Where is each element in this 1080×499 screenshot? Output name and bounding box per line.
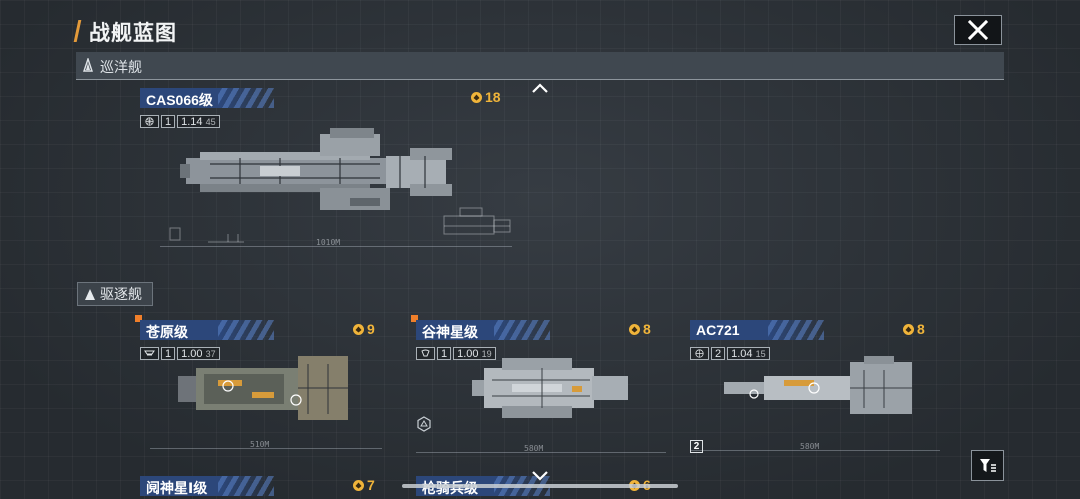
destroyer-ship-image xyxy=(724,356,912,414)
ship-length: 1010M xyxy=(316,238,341,247)
ship-name-bar xyxy=(140,476,274,496)
ship-class-icon xyxy=(85,289,95,300)
ship-name-bar xyxy=(140,88,274,108)
ship-name-bar xyxy=(416,320,550,340)
new-marker xyxy=(135,315,142,322)
ship-name: 谷神星级 xyxy=(422,324,478,340)
faction-icon xyxy=(140,347,159,360)
ship-name: AC721 xyxy=(696,322,740,338)
ship-card-destroyer[interactable]: AC721 8 2 1.04 15 580M 2 xyxy=(690,320,940,460)
ship-name: 苍原级 xyxy=(146,324,188,340)
ship-card-destroyer[interactable]: 苍原级 9 1 1.00 37 510M xyxy=(135,315,390,460)
ship-card-cruiser[interactable]: CAS066级 18 1 1.14 45 1010M xyxy=(140,88,520,260)
stat-value: 1.00 37 xyxy=(177,347,220,360)
section-header-cruiser[interactable]: 巡洋舰 xyxy=(76,52,1004,80)
ship-length: 510M xyxy=(250,440,270,449)
stat-count: 1 xyxy=(437,347,452,360)
ship-cost: 8 xyxy=(628,321,651,337)
section-label: 巡洋舰 xyxy=(100,59,142,75)
ship-stats: 2 1.04 15 xyxy=(690,346,772,361)
scroll-up-chevron-icon[interactable] xyxy=(530,82,550,94)
ship-cost: 9 xyxy=(352,321,375,337)
ship-name: 枪骑兵级 xyxy=(422,480,478,496)
scroll-down-chevron-icon[interactable] xyxy=(530,470,550,482)
resource-cost-icon xyxy=(903,323,914,335)
index-badge: 2 xyxy=(690,440,703,453)
stat-value: 1.14 45 xyxy=(177,115,220,128)
ship-stats: 1 1.00 37 xyxy=(140,346,222,361)
ship-name: CAS066级 xyxy=(146,92,213,108)
faction-icon xyxy=(416,347,435,360)
ship-cost: 7 xyxy=(352,477,375,493)
ship-name-bar xyxy=(140,320,274,340)
hexagon-icon xyxy=(417,416,431,432)
cruiser-ship-image xyxy=(180,128,452,210)
blueprint-detail-icon xyxy=(169,227,244,243)
destroyer-ship-image xyxy=(472,358,628,418)
ship-stats: 1 1.00 19 xyxy=(416,346,498,361)
grid-faction-icon xyxy=(690,347,709,360)
ship-cost: 8 xyxy=(902,321,925,337)
ship-name-bar xyxy=(690,320,824,340)
page-header: 战舰蓝图 xyxy=(73,14,1004,53)
stat-count: 1 xyxy=(161,115,176,128)
destroyer-ship-image xyxy=(178,356,348,420)
blueprint-sketch-icon xyxy=(443,207,511,235)
stat-value: 1.00 19 xyxy=(453,347,496,360)
section-label: 驱逐舰 xyxy=(100,286,142,302)
ship-cost: 18 xyxy=(470,89,501,105)
ship-class-icon xyxy=(83,58,93,72)
filter-icon xyxy=(979,458,996,472)
ship-card-destroyer[interactable]: 谷神星级 8 1 1.00 19 580M xyxy=(411,315,666,460)
close-button[interactable] xyxy=(954,15,1002,45)
resource-cost-icon xyxy=(629,323,640,335)
ship-length: 580M xyxy=(800,442,820,451)
filter-button[interactable] xyxy=(971,450,1004,481)
globe-icon xyxy=(140,115,159,128)
stat-count: 1 xyxy=(161,347,176,360)
page-title: 战舰蓝图 xyxy=(89,22,177,45)
ship-stats: 1 1.14 45 xyxy=(140,114,222,129)
resource-cost-icon xyxy=(353,323,364,335)
resource-cost-icon xyxy=(471,91,482,103)
ship-length: 580M xyxy=(524,444,544,453)
horizontal-scrollbar[interactable] xyxy=(402,484,678,488)
new-marker xyxy=(411,315,418,322)
stat-count: 2 xyxy=(711,347,726,360)
resource-cost-icon xyxy=(353,479,364,491)
close-icon xyxy=(968,20,988,40)
section-header-destroyer[interactable]: 驱逐舰 xyxy=(77,282,153,306)
ship-card-partial[interactable]: 阋神星Ⅰ级 7 xyxy=(140,476,390,498)
ship-name: 阋神星Ⅰ级 xyxy=(146,480,208,496)
stat-value: 1.04 15 xyxy=(727,347,770,360)
